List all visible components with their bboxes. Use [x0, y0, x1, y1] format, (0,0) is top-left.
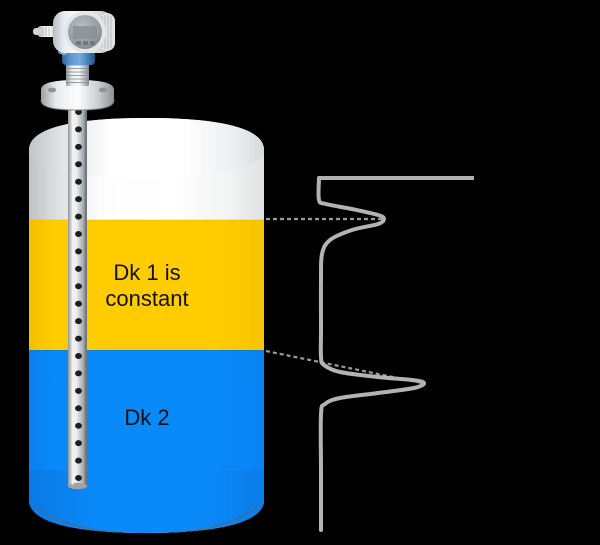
- display-buttons[interactable]: [76, 41, 95, 45]
- probe-edge-shadow: [84, 95, 87, 485]
- transmitter-assembly: [33, 11, 115, 111]
- tank-bottom-shadow: [33, 504, 260, 533]
- probe-hole: [75, 387, 82, 394]
- probe-hole: [75, 475, 82, 481]
- probe-hole: [75, 370, 82, 377]
- transmitter-head: [53, 11, 115, 53]
- tank-bottom-dish-fill: [29, 470, 264, 533]
- process-flange: [40, 80, 115, 111]
- probe-hole: [75, 196, 82, 203]
- probe-hole: [75, 231, 82, 237]
- probe-hole: [75, 178, 82, 185]
- probe-hole: [75, 440, 82, 447]
- display-readout: [73, 26, 97, 39]
- medium-dk1-fill: [29, 220, 264, 351]
- probe-hole: [75, 353, 82, 359]
- tank-group: [29, 118, 264, 533]
- probe-hole: [75, 335, 82, 342]
- probe-highlight: [72, 95, 75, 485]
- tank-dome: [29, 118, 264, 178]
- probe-hole: [75, 143, 82, 150]
- probe-end-ellipse: [68, 482, 87, 490]
- probe-hole: [75, 283, 82, 290]
- probe-hole: [75, 213, 82, 220]
- echo-curve-chart: [316, 176, 474, 532]
- probe-hole: [75, 248, 82, 255]
- probe-hole: [75, 422, 82, 429]
- probe-group: [68, 95, 87, 490]
- flange-bolt-hole-left: [47, 87, 57, 93]
- flange-bolt-hole-right: [98, 87, 108, 93]
- lower-interface-leader: [265, 349, 423, 385]
- threaded-neck: [66, 62, 89, 86]
- echo-signal-path: [316, 176, 426, 532]
- probe-hole: [75, 126, 82, 133]
- probe-hole: [75, 318, 82, 325]
- probe-hole: [75, 265, 82, 272]
- probe-hole: [75, 300, 82, 307]
- probe-hole: [75, 161, 82, 168]
- probe-hole: [75, 457, 82, 464]
- leader-lines: [265, 217, 423, 385]
- probe-hole: [75, 405, 82, 412]
